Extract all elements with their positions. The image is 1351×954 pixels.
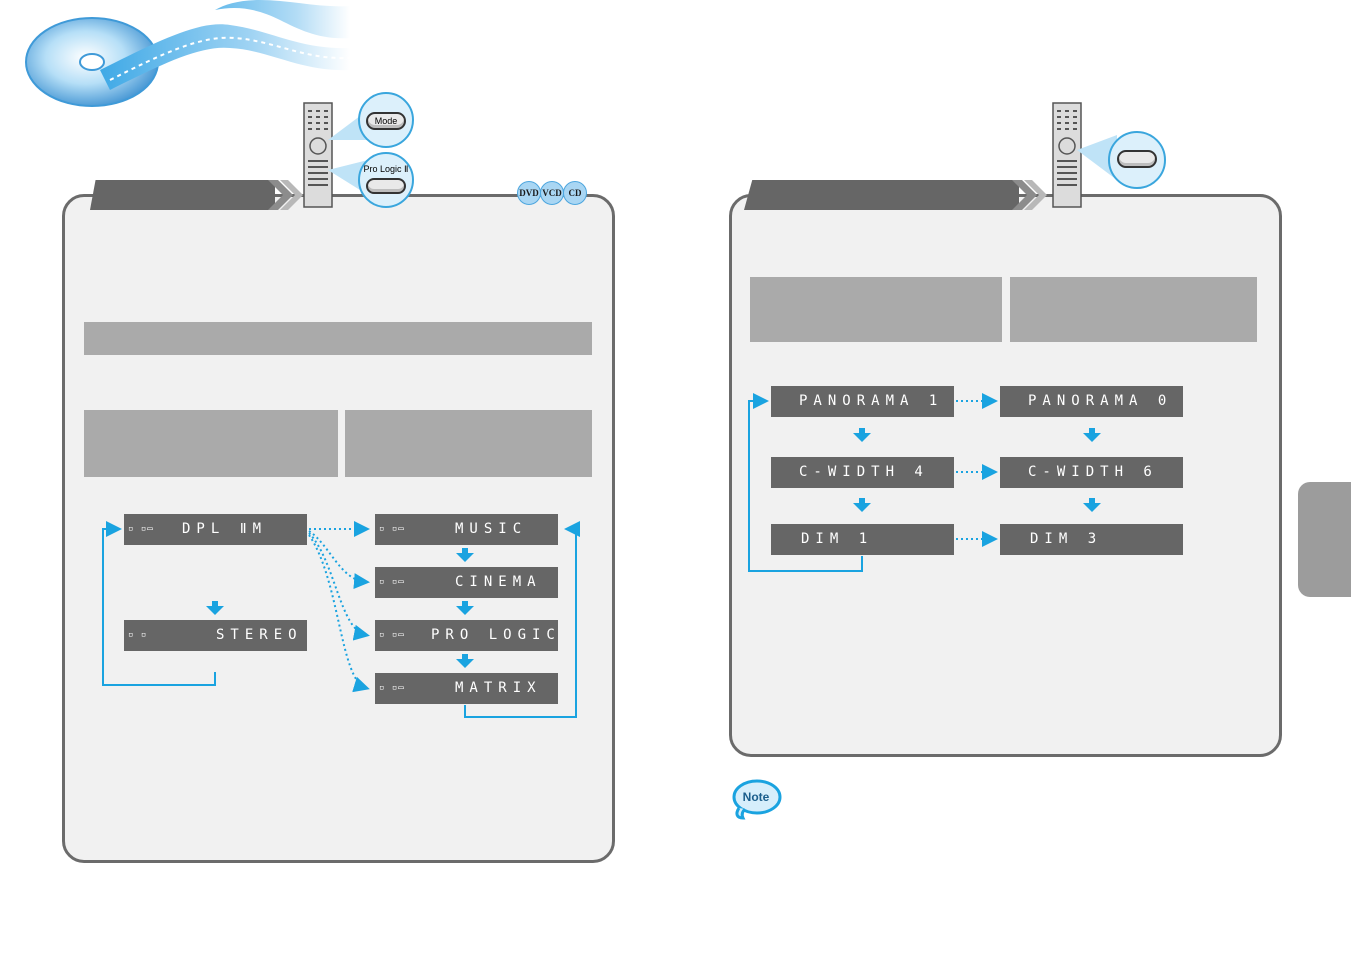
lcd-text: MATRIX: [455, 680, 542, 696]
info-bar-wide: [84, 322, 592, 355]
lcd-text: PANORAMA 1: [799, 393, 944, 409]
lcd-text: MUSIC: [455, 521, 528, 537]
lcd-dim-3: DIM 3: [1000, 524, 1183, 555]
lcd-stereo: ▫ ▫ STEREO: [124, 620, 307, 651]
section-header-tab-right: [744, 180, 1019, 210]
lcd-text: DIM 1: [801, 531, 874, 547]
lcd-cinema: ▫ ▫▭ CINEMA: [375, 567, 558, 598]
mode-button[interactable]: Mode: [366, 112, 406, 130]
remote-control-right: [1052, 102, 1082, 208]
lcd-indicator: ▫ ▫: [128, 630, 148, 640]
lcd-matrix: ▫ ▫▭ MATRIX: [375, 673, 558, 704]
lcd-panorama-1: PANORAMA 1: [771, 386, 954, 417]
lcd-dpl2m: ▫ ▫▭ DPL ⅡM: [124, 514, 307, 545]
lcd-text: DPL ⅡM: [182, 521, 268, 537]
lcd-text: PRO LOGIC: [431, 627, 561, 643]
lcd-cwidth-6: C-WIDTH 6: [1000, 457, 1183, 488]
lcd-text: CINEMA: [455, 574, 542, 590]
lcd-indicator: ▫ ▫▭: [379, 524, 405, 534]
lcd-indicator: ▫ ▫▭: [379, 630, 405, 640]
info-box-right-2: [1010, 277, 1257, 342]
chapter-side-tab: [1298, 482, 1351, 597]
tab-arrow-right: [1012, 180, 1047, 210]
lcd-text: DIM 3: [1030, 531, 1103, 547]
callout-beam-right: [1077, 135, 1117, 180]
info-box-left: [84, 410, 338, 477]
lcd-indicator: ▫ ▫▭: [379, 577, 405, 587]
lcd-text: C-WIDTH 4: [799, 464, 929, 480]
prologic-button[interactable]: [366, 178, 406, 194]
note-label: Note: [742, 790, 770, 804]
cd-badge: CD: [563, 181, 587, 205]
lcd-indicator: ▫ ▫▭: [379, 683, 405, 693]
info-box-right: [345, 410, 592, 477]
lcd-cwidth-4: C-WIDTH 4: [771, 457, 954, 488]
vcd-badge: VCD: [540, 181, 564, 205]
dvd-badge: DVD: [517, 181, 541, 205]
lcd-panorama-0: PANORAMA 0: [1000, 386, 1183, 417]
lcd-indicator: ▫ ▫▭: [128, 524, 154, 534]
lcd-text: C-WIDTH 6: [1028, 464, 1158, 480]
lcd-text: PANORAMA 0: [1028, 393, 1173, 409]
lcd-prologic: ▫ ▫▭ PRO LOGIC: [375, 620, 558, 651]
info-box-right-1: [750, 277, 1002, 342]
disc-banner-graphic: [25, 0, 351, 107]
sound-edit-button[interactable]: [1117, 150, 1157, 168]
prologic-button-label: Pro Logic Ⅱ: [363, 164, 409, 174]
remote-control-left: [303, 102, 333, 208]
lcd-dim-1: DIM 1: [771, 524, 954, 555]
lcd-music: ▫ ▫▭ MUSIC: [375, 514, 558, 545]
tab-arrow-left: [268, 180, 303, 210]
lcd-text: STEREO: [216, 627, 303, 643]
note-icon: [732, 779, 782, 820]
section-header-tab-left: [90, 180, 275, 210]
